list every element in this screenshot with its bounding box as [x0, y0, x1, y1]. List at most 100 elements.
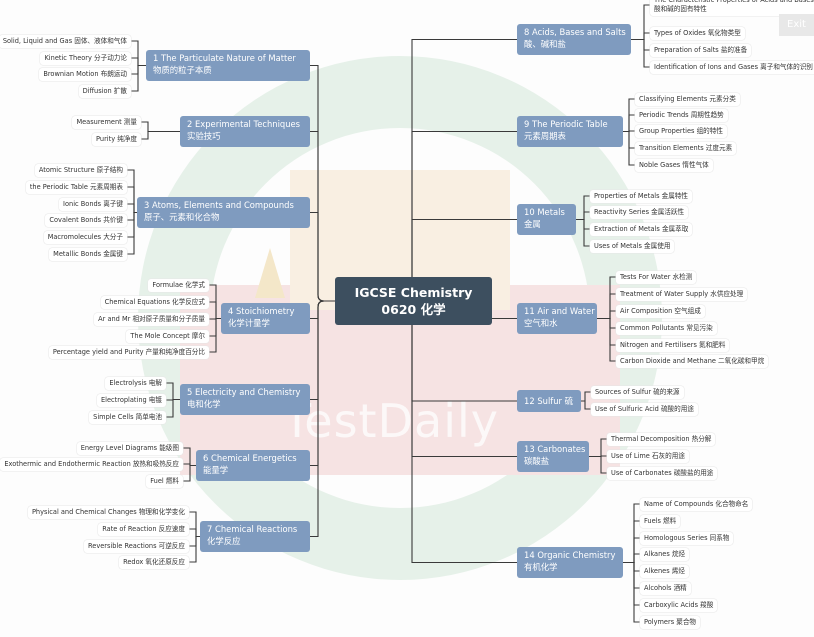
subtopic-item[interactable]: Properties of Metals 金属特性: [590, 190, 692, 203]
subtopic-item[interactable]: Ionic Bonds 离子键: [59, 198, 127, 211]
subtopic-item[interactable]: Nitrogen and Fertilisers 氮和肥料: [616, 339, 730, 352]
subtopic-item[interactable]: Alcohols 酒精: [640, 582, 691, 595]
subtopic-item[interactable]: Alkenes 烯烃: [640, 565, 689, 578]
subtopic-item[interactable]: Treatment of Water Supply 水供应处理: [616, 288, 748, 301]
subtopic-item[interactable]: Name of Compounds 化合物命名: [640, 498, 753, 511]
right-topic-5[interactable]: 12 Sulfur 硫: [517, 390, 581, 412]
subtopic-item[interactable]: Uses of Metals 金属使用: [590, 240, 675, 253]
subtopic-item[interactable]: Preparation of Salts 盐的准备: [650, 44, 752, 57]
subtopic-item[interactable]: Identification of Ions and Gases 离子和气体的识…: [650, 61, 814, 74]
subtopic-item[interactable]: Reactivity Series 金属活跃性: [590, 206, 689, 219]
subtopic-item[interactable]: Use of Carbonates 碳酸盐的用途: [607, 467, 718, 480]
subtopic-item[interactable]: Use of Lime 石灰的用途: [607, 450, 689, 463]
subtopic-item[interactable]: Group Properties 组的特性: [635, 125, 727, 138]
subtopic-item[interactable]: Noble Gases 惰性气体: [635, 159, 713, 172]
connector: [631, 4, 650, 41]
connector: [209, 301, 221, 320]
subtopic-item[interactable]: Chemical Equations 化学反应式: [100, 296, 209, 309]
connector: [576, 218, 590, 247]
subtopic-item[interactable]: The Characteristic Properties of Acids a…: [650, 0, 814, 16]
subtopic-item[interactable]: Carboxylic Acids 羧酸: [640, 599, 718, 612]
connector: [623, 130, 635, 166]
subtopic-item[interactable]: the Periodic Table 元素周期表: [25, 181, 127, 194]
connector: [623, 561, 640, 606]
connector: [141, 121, 180, 133]
subtopic-item[interactable]: Alkanes 烷烃: [640, 548, 690, 561]
connector: [310, 130, 335, 302]
connector: [589, 438, 607, 458]
subtopic-item[interactable]: Types of Oxides 氧化物类型: [650, 27, 745, 40]
watermark-text: TestDaily: [283, 394, 499, 448]
subtopic-item[interactable]: Ar and Mr 相对原子质量和分子质量: [94, 313, 209, 326]
subtopic-item[interactable]: The Mole Concept 摩尔: [126, 330, 209, 343]
exit-button[interactable]: Exit: [779, 14, 814, 36]
subtopic-item[interactable]: Thermal Decomposition 热分解: [607, 433, 716, 446]
subtopic-item[interactable]: Kinetic Theory 分子动力论: [40, 52, 131, 65]
subtopic-item[interactable]: Extraction of Metals 金属萃取: [590, 223, 693, 236]
subtopic-item[interactable]: Sources of Sulfur 硫的来源: [591, 386, 684, 399]
topic-title: 11 Air and Water: [524, 306, 595, 316]
subtopic-item[interactable]: Tests For Water 水检测: [616, 271, 697, 284]
subtopic-item[interactable]: Common Pollutants 常见污染: [616, 322, 717, 335]
connector: [209, 317, 221, 353]
subtopic-item[interactable]: Transition Elements 过度元素: [635, 142, 737, 155]
subtopic-item[interactable]: Formulae 化学式: [148, 279, 209, 292]
subtopic-item[interactable]: Reversible Reactions 可逆反应: [84, 540, 189, 553]
connector: [310, 300, 335, 467]
topic-subtitle: 酸、碱和盐: [524, 38, 566, 49]
connector: [597, 310, 616, 320]
connector: [131, 57, 146, 67]
subtopic-item[interactable]: Solid, Liquid and Gas 固体、液体和气体: [0, 35, 131, 48]
subtopic-item[interactable]: Exothermic and Endothermic Reaction 放热和吸…: [0, 458, 183, 471]
topic-subtitle: 原子、元素和化合物: [144, 211, 220, 222]
subtopic-item[interactable]: Metallic Bonds 金属键: [49, 248, 127, 261]
subtopic-item[interactable]: Brownian Motion 布朗运动: [39, 68, 131, 81]
subtopic-item[interactable]: Use of Sulfuric Acid 硫酸的用途: [591, 403, 698, 416]
subtopic-item[interactable]: Electroplating 电镀: [97, 394, 166, 407]
subtopic-item[interactable]: Homologous Series 同系物: [640, 532, 734, 545]
connector: [310, 300, 335, 401]
subtopic-item[interactable]: Atomic Structure 原子结构: [34, 164, 127, 177]
subtopic-item[interactable]: Fuels 燃料: [640, 515, 681, 528]
central-topic[interactable]: IGCSE Chemistry 0620 化学: [335, 277, 492, 325]
subtopic-item[interactable]: Physical and Chemical Changes 物理和化学变化: [27, 506, 189, 519]
subtopic-item[interactable]: Covalent Bonds 共价键: [45, 214, 127, 227]
subtopic-item[interactable]: Measurement 测量: [72, 116, 141, 129]
subtopic-item[interactable]: Diffusion 扩散: [78, 85, 131, 98]
subtopic-item[interactable]: Percentage yield and Purity 产量和纯净度百分比: [48, 346, 209, 359]
subtopic-item[interactable]: Rate of Reaction 反应速度: [98, 523, 189, 536]
subtopic-item[interactable]: Purity 纯净度: [92, 133, 141, 146]
topic-title: 9 The Periodic Table: [524, 119, 608, 129]
subtopic-item[interactable]: Macromolecules 大分子: [43, 231, 127, 244]
connector: [166, 398, 180, 418]
topic-title: 8 Acids, Bases and Salts: [524, 27, 626, 37]
connector: [631, 38, 650, 51]
subtopic-item[interactable]: Carbon Dioxide and Methane 二氧化碳和甲烷: [616, 355, 769, 368]
topic-title: 4 Stoichiometry: [228, 306, 295, 316]
topic-subtitle: 化学计量学: [228, 317, 270, 328]
subtopic-item[interactable]: Classifying Elements 元素分类: [635, 93, 740, 106]
connector: [404, 300, 517, 564]
subtopic-item[interactable]: Simple Cells 简单电池: [89, 411, 166, 424]
subtopic-item[interactable]: Energy Level Diagrams 能级图: [76, 442, 183, 455]
subtopic-item[interactable]: Fuel 燃料: [146, 475, 183, 488]
subtopic-item[interactable]: Polymers 聚合物: [640, 616, 701, 629]
subtopic-item[interactable]: Redox 氧化还原反应: [119, 556, 189, 569]
subtopic-item[interactable]: Periodic Trends 周期性趋势: [635, 109, 728, 122]
subtopic-item[interactable]: Air Composition 空气组成: [616, 305, 705, 318]
connector: [166, 382, 180, 401]
subtopic-item[interactable]: Electrolysis 电解: [105, 377, 166, 390]
